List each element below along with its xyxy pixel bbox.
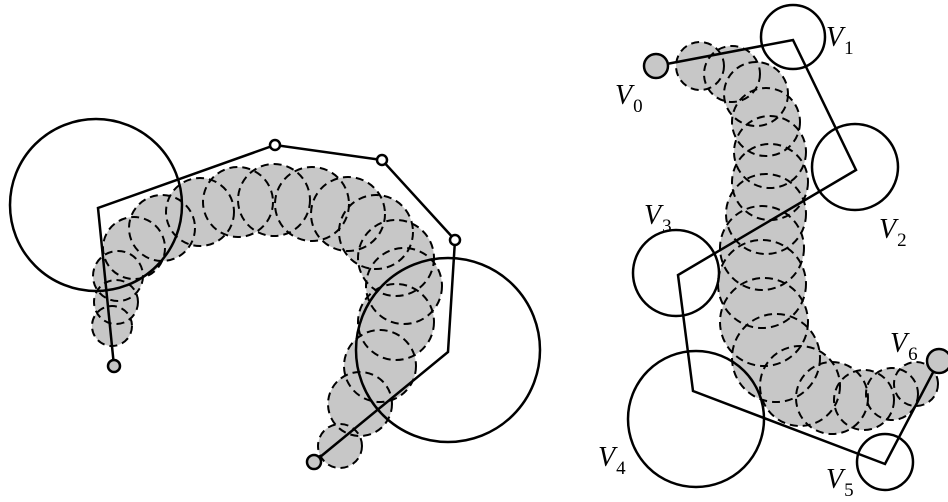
left-dashed-disk xyxy=(93,279,139,325)
left-dashed-disk xyxy=(327,371,393,437)
label-v1: V1 xyxy=(826,22,854,59)
right-control-point-v0 xyxy=(642,52,670,80)
vertex-labels: V0 V1 V2 V3 V4 V5 V6 xyxy=(598,22,918,501)
left-dashed-disk xyxy=(343,329,417,403)
right-dashed-disk xyxy=(725,173,807,255)
right-figure: V0 V1 V2 V3 V4 V5 V6 xyxy=(598,3,948,501)
label-v6: V6 xyxy=(890,328,918,365)
label-v3: V3 xyxy=(644,200,672,237)
left-control-point-markers xyxy=(106,138,462,471)
left-dashed-disk xyxy=(357,283,435,361)
left-dashed-disk xyxy=(317,423,363,469)
label-v4: V4 xyxy=(598,442,626,479)
left-control-point-end xyxy=(305,453,323,471)
right-dashed-disk xyxy=(733,115,807,189)
right-circle-v3 xyxy=(631,228,721,318)
left-control-point xyxy=(448,233,462,247)
left-control-point xyxy=(375,153,389,167)
right-fill-layer xyxy=(676,42,938,434)
right-control-circles xyxy=(626,3,915,492)
right-control-point-v6 xyxy=(925,347,948,375)
right-dashed-disk xyxy=(795,361,869,435)
left-large-circle-start xyxy=(8,117,184,293)
left-dashed-disk xyxy=(310,176,386,252)
label-v5: V5 xyxy=(826,464,854,501)
left-dashed-disk xyxy=(365,247,443,325)
right-control-polygon xyxy=(655,38,941,466)
left-dashed-disk xyxy=(128,194,196,262)
left-dashed-disk xyxy=(165,177,235,247)
right-circle-v5 xyxy=(855,432,915,492)
right-dashed-disk xyxy=(833,369,895,431)
left-fill-disk xyxy=(92,306,132,346)
right-dashed-disk xyxy=(703,45,761,103)
right-dashed-disk xyxy=(719,205,805,291)
right-circle-v2 xyxy=(810,122,900,212)
left-dashed-disk xyxy=(274,166,350,242)
left-control-point xyxy=(268,138,282,152)
right-circle-v4 xyxy=(626,349,766,489)
right-dashed-disk xyxy=(719,277,809,367)
right-dashed-disk xyxy=(717,239,807,329)
left-dashed-disk xyxy=(237,163,311,237)
right-dashed-disk xyxy=(723,61,789,127)
label-v0: V0 xyxy=(615,80,643,117)
right-dashed-disk xyxy=(731,313,821,403)
left-control-point-start xyxy=(106,358,122,374)
right-dashed-disk xyxy=(865,367,919,421)
right-dashed-disk xyxy=(675,41,725,91)
left-dashed-disk xyxy=(202,166,274,238)
left-dashed-disk xyxy=(338,194,414,270)
right-dashed-disk xyxy=(731,87,801,157)
left-dashed-layer xyxy=(91,163,443,469)
right-fill-disk xyxy=(894,362,938,406)
right-dashed-disk xyxy=(759,345,841,427)
right-circle-v1 xyxy=(759,3,827,71)
left-figure xyxy=(8,117,542,471)
right-dashed-disk xyxy=(893,361,939,407)
left-large-circle-end xyxy=(354,256,542,444)
label-v2: V2 xyxy=(879,214,907,251)
